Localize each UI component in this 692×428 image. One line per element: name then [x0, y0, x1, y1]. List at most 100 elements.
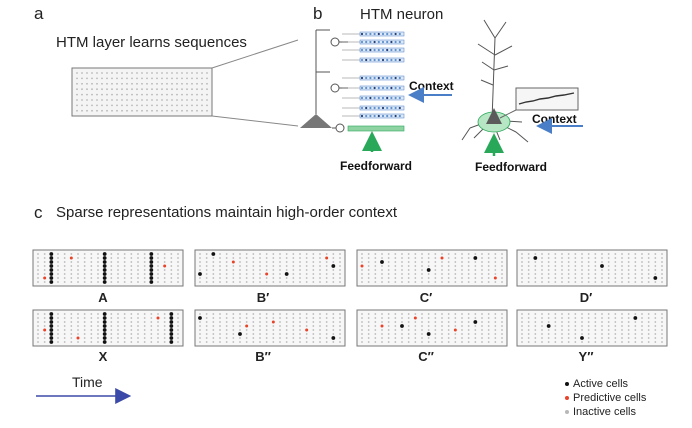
- synapse: [398, 32, 401, 36]
- inactive-cell: [361, 341, 363, 343]
- inactive-cell: [567, 341, 570, 343]
- inactive-cell: [339, 281, 341, 283]
- dendrite-segment: [342, 105, 405, 111]
- inactive-cell: [527, 265, 530, 267]
- inactive-cell: [97, 269, 99, 271]
- inactive-cell: [90, 333, 93, 335]
- inactive-cell: [494, 329, 497, 331]
- inactive-cell: [467, 273, 470, 275]
- inactive-cell: [594, 269, 597, 271]
- inactive-cell: [587, 257, 590, 259]
- inactive-cell: [541, 277, 543, 279]
- synapse: [398, 106, 401, 110]
- inactive-cell: [225, 265, 228, 267]
- inactive-cell: [37, 257, 39, 259]
- panel-a-title: HTM layer learns sequences: [56, 34, 247, 51]
- inactive-cell: [292, 317, 295, 319]
- inactive-cell: [219, 269, 221, 271]
- inactive-cell: [394, 257, 397, 259]
- inactive-cell: [487, 337, 490, 339]
- inactive-cell: [43, 321, 46, 323]
- inactive-cell: [239, 313, 241, 315]
- inactive-cell: [225, 257, 228, 259]
- inactive-cell: [143, 253, 146, 255]
- inactive-cell: [421, 333, 423, 335]
- inactive-cell: [381, 313, 383, 315]
- inactive-cell: [427, 317, 430, 319]
- inactive-cell: [434, 257, 437, 259]
- layer-cell: [191, 82, 193, 85]
- inactive-cell: [245, 269, 248, 271]
- inactive-cell: [447, 333, 450, 335]
- inactive-cell: [614, 321, 617, 323]
- inactive-cell: [232, 325, 235, 327]
- inactive-cell: [414, 281, 417, 283]
- inactive-cell: [594, 277, 597, 279]
- inactive-cell: [212, 317, 215, 319]
- inactive-cell: [494, 341, 497, 343]
- inactive-cell: [212, 325, 215, 327]
- inactive-cell: [634, 337, 637, 339]
- layer-cell: [111, 88, 113, 91]
- representation-grid: [32, 309, 184, 347]
- inactive-cell: [367, 337, 370, 339]
- inactive-cell: [312, 281, 315, 283]
- inactive-cell: [130, 281, 133, 283]
- inactive-cell: [534, 321, 537, 323]
- inactive-cell: [37, 253, 39, 255]
- synapse: [390, 106, 393, 110]
- inactive-cell: [279, 341, 281, 343]
- inactive-cell: [634, 253, 637, 255]
- inactive-cell: [414, 333, 417, 335]
- inactive-cell: [574, 329, 577, 331]
- inactive-cell: [627, 317, 630, 319]
- layer-cell: [81, 72, 83, 74]
- predictive-cell: [453, 328, 457, 332]
- inactive-cell: [567, 317, 570, 319]
- inactive-cell: [661, 341, 663, 343]
- active-cell: [533, 256, 538, 260]
- active-cell: [102, 260, 107, 264]
- inactive-cell: [607, 329, 610, 331]
- inactive-cell: [627, 253, 630, 255]
- inactive-cell: [43, 337, 46, 339]
- inactive-cell: [534, 261, 537, 263]
- layer-cell: [91, 72, 93, 74]
- inactive-cell: [594, 321, 597, 323]
- inactive-cell: [312, 329, 315, 331]
- layer-cell: [181, 93, 183, 96]
- inactive-cell: [110, 333, 113, 335]
- inactive-cell: [581, 321, 583, 323]
- inactive-cell: [647, 325, 650, 327]
- inactive-cell: [123, 313, 126, 315]
- inactive-cell: [627, 273, 630, 275]
- inactive-cell: [654, 257, 657, 259]
- inactive-cell: [461, 325, 463, 327]
- inactive-cell: [212, 313, 215, 315]
- inactive-cell: [481, 257, 483, 259]
- layer-cell: [176, 77, 178, 80]
- inactive-cell: [177, 257, 179, 259]
- inactive-cell: [83, 313, 86, 315]
- inactive-cell: [394, 273, 397, 275]
- inactive-cell: [661, 257, 663, 259]
- layer-cell: [201, 109, 203, 112]
- inactive-cell: [130, 253, 133, 255]
- inactive-cell: [332, 325, 335, 327]
- synapse: [394, 106, 397, 110]
- inactive-cell: [427, 265, 430, 267]
- inactive-cell: [454, 277, 457, 279]
- inactive-cell: [212, 269, 215, 271]
- inactive-cell: [647, 261, 650, 263]
- inactive-cell: [434, 329, 437, 331]
- inactive-cell: [130, 341, 133, 343]
- layer-cell: [141, 99, 143, 101]
- inactive-cell: [143, 325, 146, 327]
- inactive-cell: [150, 317, 153, 319]
- synapse: [360, 86, 364, 90]
- inactive-cell: [467, 341, 470, 343]
- inactive-cell: [494, 325, 497, 327]
- inactive-cell: [199, 337, 201, 339]
- inactive-cell: [541, 253, 543, 255]
- inactive-cell: [37, 269, 39, 271]
